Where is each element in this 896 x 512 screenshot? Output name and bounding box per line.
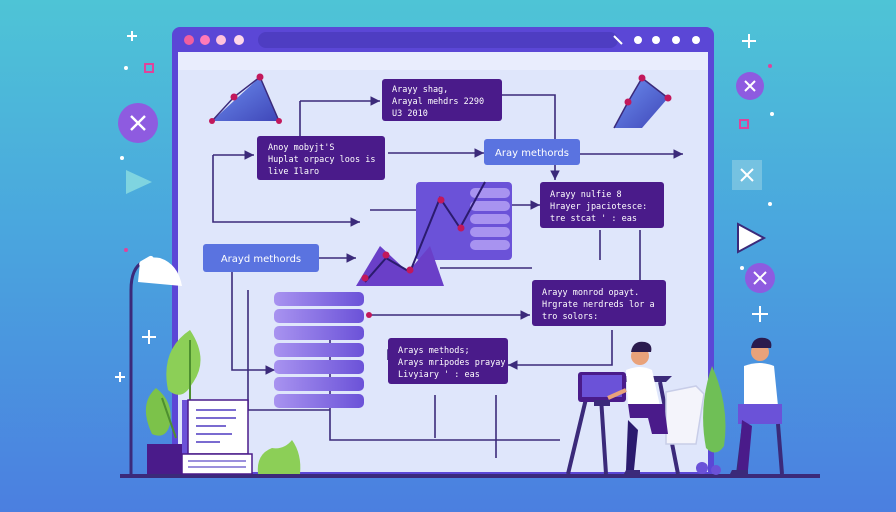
square-icon (144, 63, 154, 73)
dot-icon[interactable] (672, 36, 680, 44)
person-at-desk (566, 341, 705, 475)
dot-icon (768, 64, 772, 68)
database-stack (274, 292, 372, 408)
node-line: U3 2010 (392, 109, 428, 119)
node-line: Livyiary ' : eas (398, 370, 480, 380)
window-controls (184, 35, 244, 45)
dot-icon (768, 202, 772, 206)
node-right-middle: Arayy nulfie 8 Hrayer jpaciotesce: tre s… (540, 182, 664, 228)
document-stack-icon (181, 399, 253, 475)
node-line: Arayy monrod opayt. (542, 288, 639, 298)
pen-icon[interactable] (613, 35, 623, 45)
play-icon (737, 222, 767, 254)
right-decorations (732, 34, 775, 322)
plus-icon (752, 306, 768, 322)
node-line: Arayal mehdrs 2290 (392, 97, 484, 107)
node-line: Arays mripodes prayay (398, 358, 505, 368)
node-line: tro solors: (542, 312, 598, 322)
toolbar-icons (613, 35, 700, 45)
node-line: Arays methods; (398, 346, 470, 356)
dot-icon (124, 66, 128, 70)
node-line: Huplat orpacy loos is (268, 155, 375, 165)
pill-array-methods-right: Aray methords (484, 139, 580, 165)
dot-icon[interactable] (652, 36, 660, 44)
dot-icon[interactable] (692, 36, 700, 44)
person-seated (696, 337, 784, 475)
dot-icon (740, 266, 744, 270)
dot-icon[interactable] (634, 36, 642, 44)
plant-icon (145, 330, 201, 474)
play-icon (126, 170, 152, 194)
node-upper-left: Anoy mobyjt'S Huplat orpacy loos is live… (257, 136, 385, 180)
node-line: Arayy shag, (392, 85, 448, 95)
plus-icon (127, 31, 137, 41)
node-line: Anoy mobyjt'S (268, 143, 335, 153)
window-control-dot[interactable] (234, 35, 244, 45)
dot-icon (124, 248, 128, 252)
node-line: Arayy nulfie 8 (550, 190, 622, 200)
dot-icon (120, 156, 124, 160)
node-line: Hrgrate nerdreds lor a (542, 300, 655, 310)
pill-label: Arayd methords (221, 254, 301, 265)
triangle-shape-right (613, 74, 672, 129)
address-bar[interactable] (258, 32, 618, 48)
pill-label: Aray methords (495, 148, 569, 159)
lamp-icon (129, 255, 182, 474)
bush-icon (257, 440, 301, 474)
plus-icon (115, 372, 125, 382)
window-control-dot[interactable] (184, 35, 194, 45)
node-line: tre stcat ' : eas (550, 214, 637, 224)
node-top-center: Arayy shag, Arayal mehdrs 2290 U3 2010 (382, 79, 502, 121)
left-decorations (115, 31, 301, 475)
square-icon (739, 119, 749, 129)
plus-icon (142, 330, 156, 344)
triangle-shape-left (209, 73, 282, 124)
pill-array-methods-left: Arayd methords (203, 244, 319, 272)
mountain-shape (356, 181, 486, 286)
node-line: Hrayer jpaciotesce: (550, 202, 647, 212)
node-right-lower: Arayy monrod opayt. Hrgrate nerdreds lor… (532, 280, 666, 326)
ground-line (120, 474, 820, 478)
dot-icon (770, 112, 774, 116)
window-control-dot[interactable] (200, 35, 210, 45)
node-bottom-center: Arays methods; Arays mripodes prayay Liv… (388, 338, 508, 384)
connectors (212, 94, 683, 458)
node-line: live Ilaro (268, 167, 319, 177)
window-control-dot[interactable] (216, 35, 226, 45)
plus-icon (742, 34, 756, 48)
